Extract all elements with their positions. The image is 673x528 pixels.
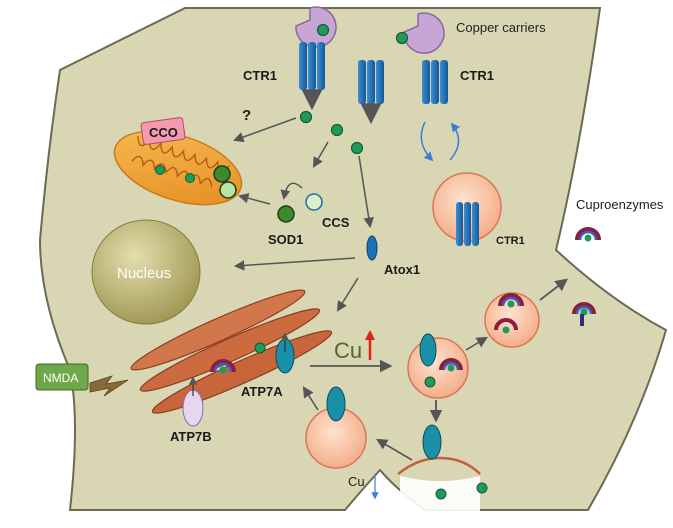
label-sod1: SOD1 <box>268 232 303 247</box>
ctr1-transporter-3 <box>422 60 448 104</box>
ctr1-endosome <box>432 172 502 246</box>
nucleus <box>91 219 201 325</box>
label-nucleus: Nucleus <box>117 265 171 282</box>
copper-ion <box>185 173 195 183</box>
ccs-protein <box>305 193 323 211</box>
recycle-arrow-1 <box>420 121 434 162</box>
copper-carrier-2 <box>395 12 445 54</box>
label-atp7b: ATP7B <box>170 429 212 444</box>
mitochondrion <box>113 130 243 206</box>
secretory-vesicle-a <box>407 333 469 399</box>
label-nmda: NMDA <box>43 371 78 385</box>
label-ccs: CCS <box>322 215 350 230</box>
secretory-vesicle-b <box>484 292 540 348</box>
recycling-vesicle <box>305 386 367 469</box>
recycle-arrow-2 <box>449 122 460 161</box>
copper-ion <box>330 123 344 137</box>
arrow-to-atox1 <box>358 155 374 229</box>
ctr1-transporter-2 <box>358 60 384 104</box>
arrow-exo-to-recycle <box>376 438 413 461</box>
copper-ion <box>350 141 364 155</box>
ctr1-transporter-1 <box>299 42 325 90</box>
mito-copper-light <box>219 181 237 199</box>
cuproenzyme-golgi <box>210 359 236 374</box>
arrow-atox1-to-nucleus <box>233 257 356 271</box>
copper-ion <box>254 342 266 354</box>
label-cu-down: Cu <box>348 474 365 489</box>
sod1-protein <box>277 205 295 223</box>
copper-ion <box>299 110 313 124</box>
copper-ion-released <box>476 482 488 494</box>
mito-copper-dark <box>213 165 231 183</box>
cuproenzyme-free <box>575 227 601 242</box>
arrow-to-mitochondrion <box>233 117 297 143</box>
arrow-vesicle-b-to-surface <box>539 278 568 301</box>
arrow-atox1-to-golgi <box>336 277 359 312</box>
label-ctr1-left: CTR1 <box>243 68 277 83</box>
label-cu-up: Cu <box>334 338 362 363</box>
label-cuproenzymes: Cuproenzymes <box>576 197 664 212</box>
lightning-icon <box>89 375 129 397</box>
arrow-recycle-to-golgi <box>302 386 319 411</box>
nmda-receptor: NMDA <box>35 363 89 391</box>
copper-carrier-1 <box>295 6 337 48</box>
arrow-ccs-from-cu <box>312 141 329 168</box>
label-question: ? <box>242 107 251 124</box>
label-atp7a: ATP7A <box>241 384 283 399</box>
cuproenzyme-membrane <box>572 302 596 326</box>
atox1-protein <box>366 235 378 261</box>
copper-ion <box>155 165 165 175</box>
label-ctr1-vesicle: CTR1 <box>496 235 525 247</box>
label-copper-carriers: Copper carriers <box>456 20 546 35</box>
arrow-vesicle-a-up <box>465 336 488 351</box>
label-ctr1-right: CTR1 <box>460 68 494 83</box>
cco-badge: CCO <box>140 117 186 145</box>
arrow-to-sod1 <box>280 182 303 200</box>
copper-ion-released <box>435 488 447 500</box>
arrow-to-mito-from-sod1 <box>237 193 271 205</box>
label-atox1: Atox1 <box>384 262 420 277</box>
label-cco: CCO <box>149 125 178 140</box>
